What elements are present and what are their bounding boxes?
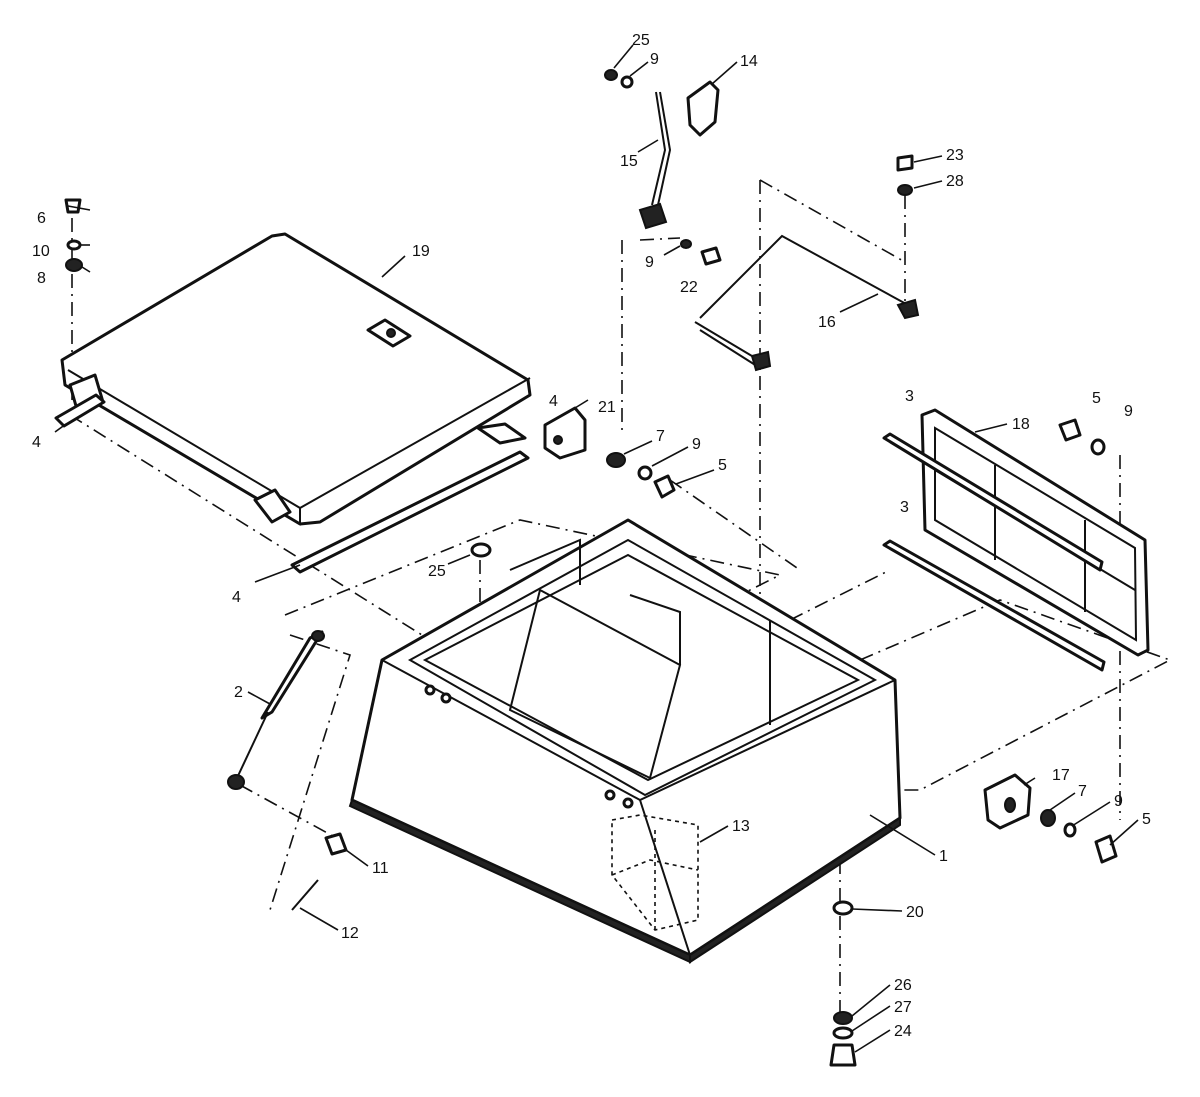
callout-12: 12: [341, 925, 359, 942]
rod-16-assembly: [694, 154, 920, 372]
callout-9: 9: [1124, 403, 1133, 420]
callout-25: 25: [632, 32, 650, 49]
callout-21: 21: [598, 399, 616, 416]
grommet-25: [470, 542, 492, 558]
callout-19: 19: [412, 243, 430, 260]
hinge-21-assembly: [543, 406, 676, 499]
lid-stop-assembly: [64, 198, 83, 272]
callout-3: 3: [905, 388, 914, 405]
callout-22: 22: [680, 279, 698, 296]
callout-25: 25: [428, 563, 446, 580]
callout-9: 9: [650, 51, 659, 68]
callout-8: 8: [37, 270, 46, 287]
side-panel-18: [882, 408, 1150, 672]
callout-24: 24: [894, 1023, 912, 1040]
box-body-1: [348, 518, 902, 964]
callout-10: 10: [32, 243, 50, 260]
callout-17: 17: [1052, 767, 1070, 784]
callout-6: 6: [37, 210, 46, 227]
callout-9: 9: [645, 254, 654, 271]
callout-4: 4: [32, 434, 41, 451]
callout-16: 16: [818, 314, 836, 331]
callout-28: 28: [946, 173, 964, 190]
callout-5: 5: [718, 457, 727, 474]
callout-7: 7: [656, 428, 665, 445]
callout-15: 15: [620, 153, 638, 170]
callout-26: 26: [894, 977, 912, 994]
lid-19: [60, 232, 532, 526]
callout-4: 4: [549, 393, 558, 410]
callout-labels: 25 9 14 15 23 28 6 10 8 19 9 22 16 4 4 2…: [32, 32, 1151, 1040]
callout-23: 23: [946, 147, 964, 164]
bracket-13: [611, 814, 699, 931]
callout-11: 11: [372, 860, 389, 877]
latch-linkage: [604, 69, 722, 266]
callout-27: 27: [894, 999, 912, 1016]
callout-20: 20: [906, 904, 924, 921]
callout-5: 5: [1142, 811, 1151, 828]
leader-lines: [54, 44, 1139, 1053]
callout-2: 2: [234, 684, 243, 701]
handle-14: [686, 80, 720, 137]
callout-7: 7: [1078, 783, 1087, 800]
foot-assembly: [829, 900, 857, 1067]
strips-4: [54, 393, 530, 574]
callout-14: 14: [740, 53, 758, 70]
callout-1: 1: [939, 848, 948, 865]
callout-5: 5: [1092, 390, 1101, 407]
callout-3: 3: [900, 499, 909, 516]
callout-9: 9: [1114, 793, 1123, 810]
lid-hinge-front: [253, 488, 292, 524]
callout-13: 13: [732, 818, 750, 835]
callout-9: 9: [692, 436, 701, 453]
strut-2-assembly: [227, 630, 348, 911]
callout-18: 18: [1012, 416, 1030, 433]
hinge-17-assembly: [983, 773, 1118, 864]
callout-4: 4: [232, 589, 241, 606]
